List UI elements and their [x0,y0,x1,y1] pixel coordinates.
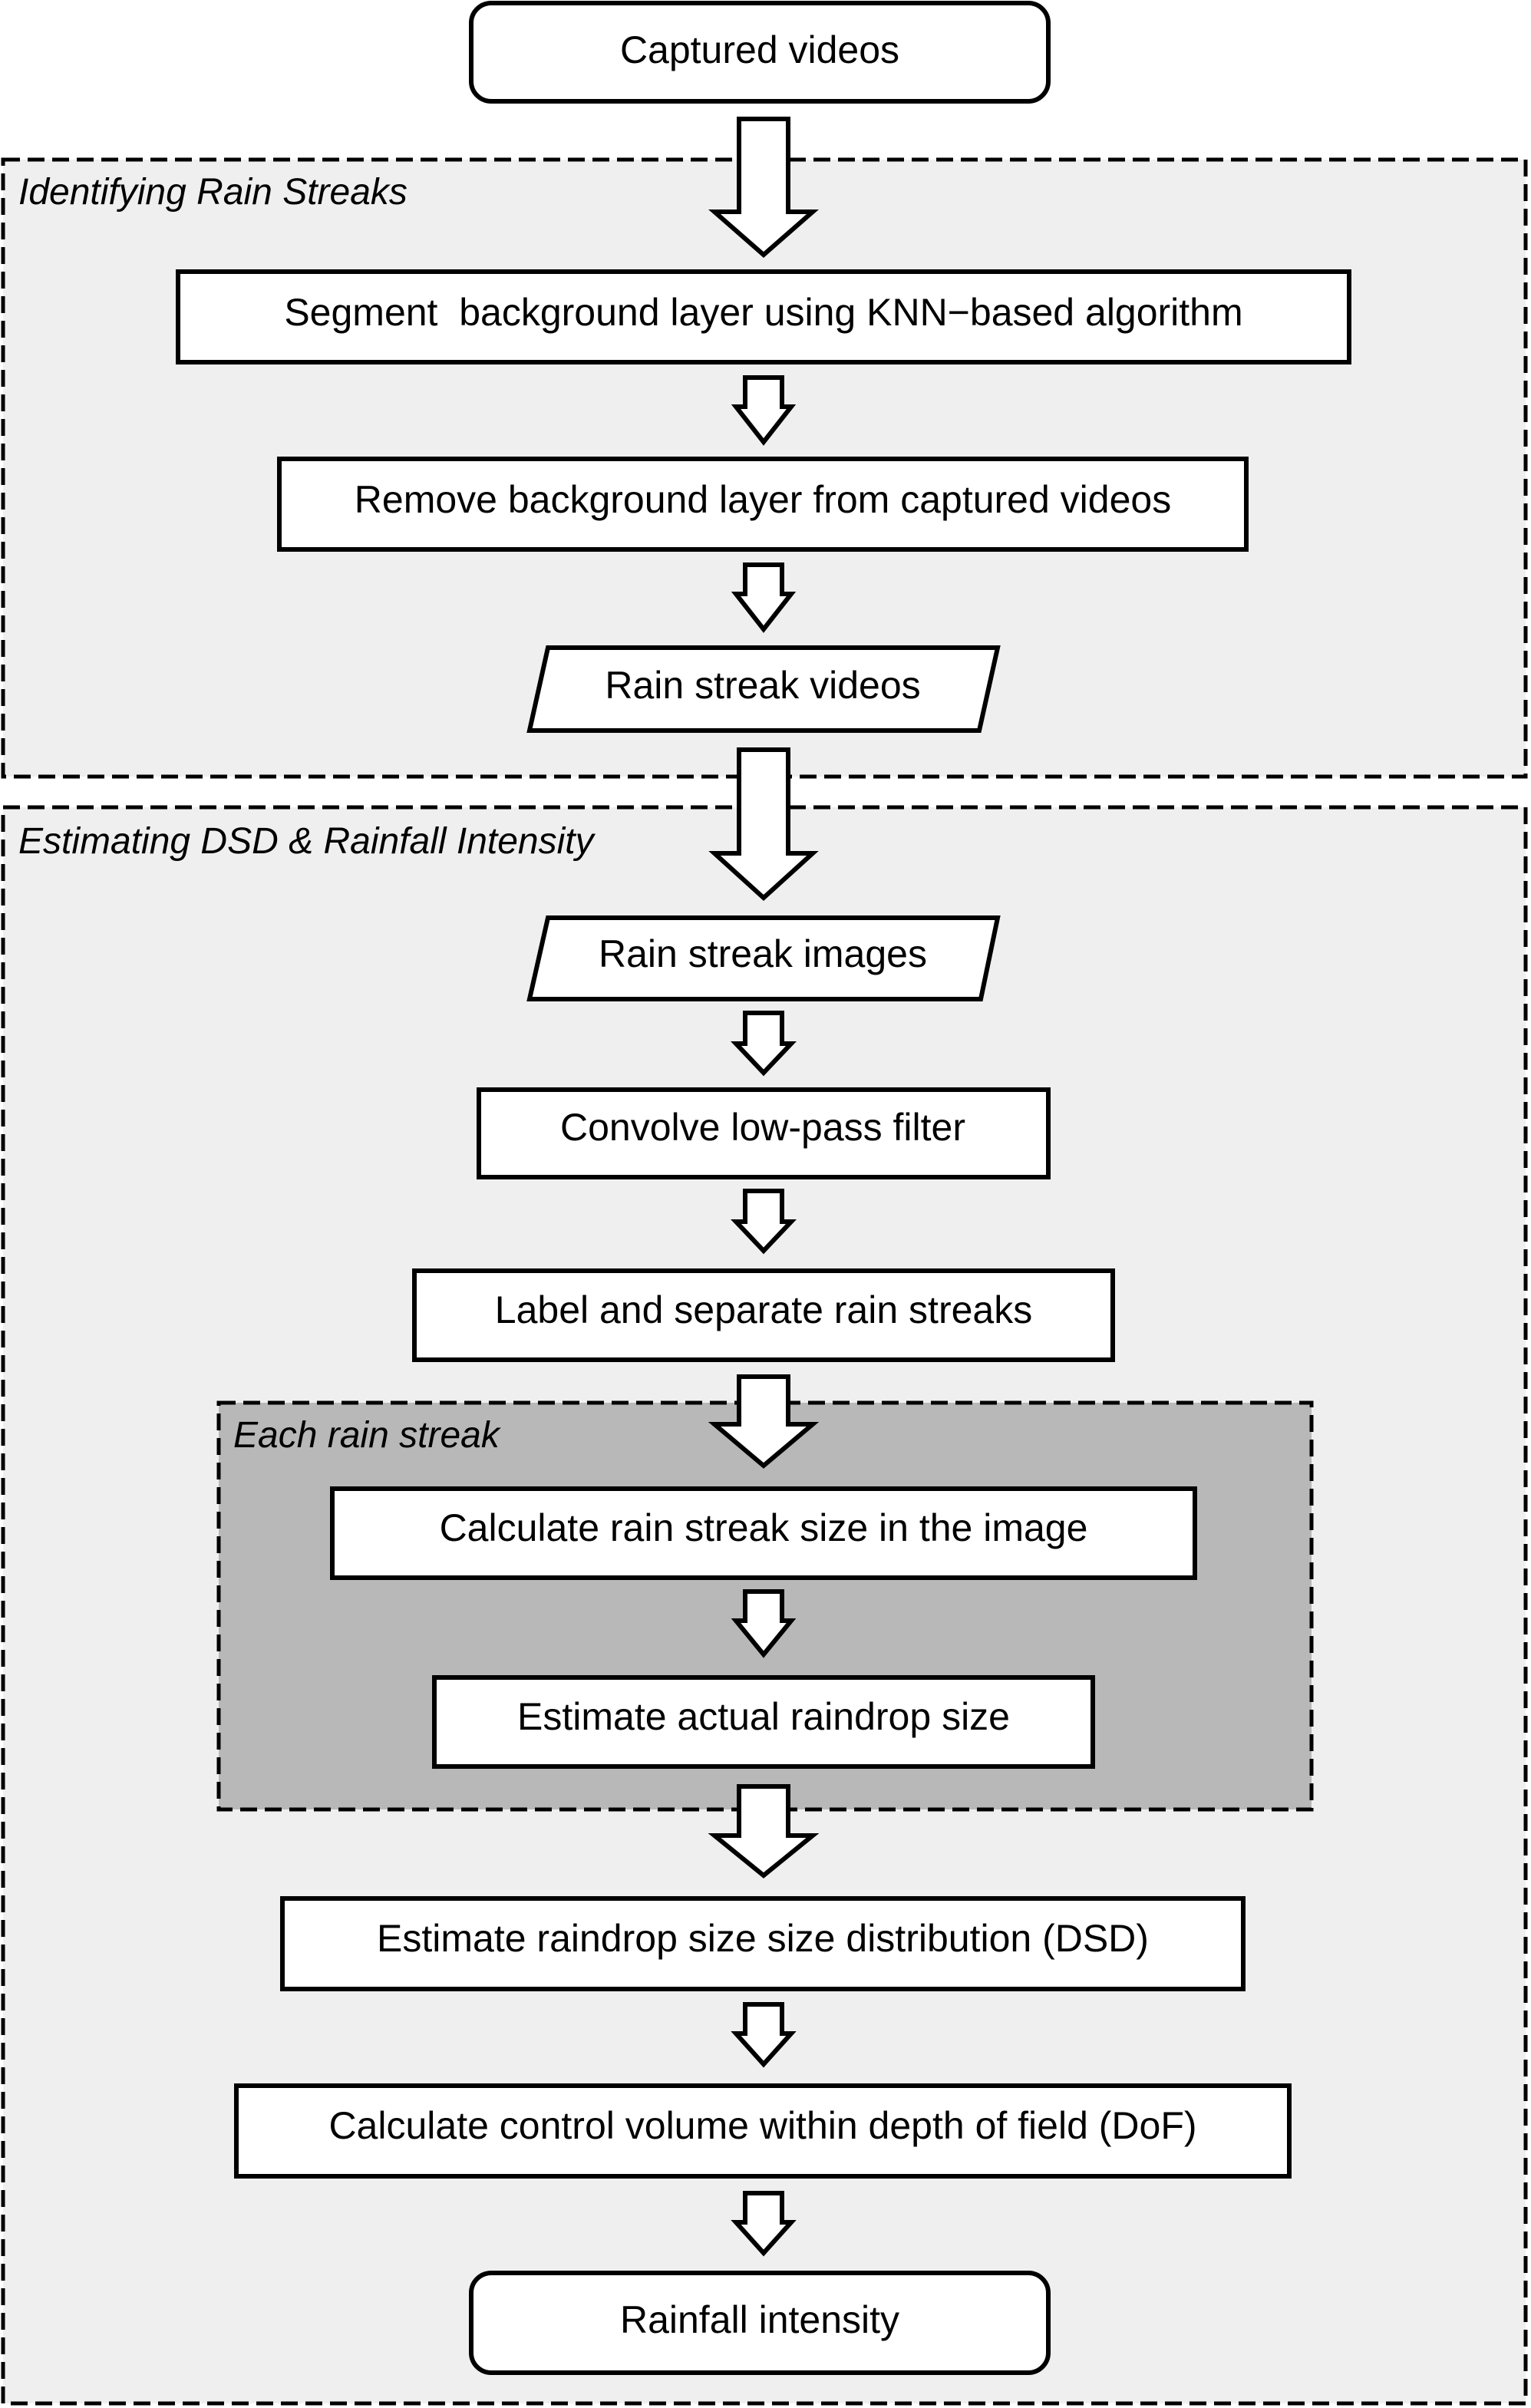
group-title-identifying: Identifying Rain Streaks [18,172,407,213]
node-label-rain-streak-images: Rain streak images [599,932,927,975]
arrow-down-icon [708,117,819,258]
node-estimate-dsd [280,1896,1246,1991]
node-label-estimate-dsd: Estimate raindrop size size distribution… [377,1917,1149,1960]
node-label-estimate-raindrop-size: Estimate actual raindrop size [517,1695,1010,1738]
arrow-down-icon [731,1189,797,1255]
node-rain-streak-images [526,915,1001,1001]
node-label-segment-background: Segment background layer using KNN−based… [284,291,1242,334]
node-label-rainfall-intensity: Rainfall intensity [620,2298,899,2341]
node-label-convolve-filter: Convolve low-pass filter [560,1106,965,1149]
node-label-rain-streak-videos: Rain streak videos [605,664,920,707]
arrow-down-icon [731,562,797,633]
node-label-remove-background: Remove background layer from captured vi… [355,478,1171,521]
node-label-captured-videos: Captured videos [620,28,899,71]
node-label-calc-control-volume: Calculate control volume within depth of… [328,2104,1196,2147]
arrow-down-icon [731,1589,797,1658]
arrows [708,117,820,2257]
arrow-down-icon [731,2002,797,2068]
node-rain-streak-videos [526,645,1001,733]
node-calc-control-volume [234,2083,1292,2179]
arrow-down-icon [708,1374,820,1469]
node-label-separate [412,1268,1115,1362]
node-estimate-raindrop-size [432,1675,1095,1769]
node-calc-streak-size [330,1486,1197,1580]
node-convolve-filter [477,1087,1051,1179]
group-title-each-streak: Each rain streak [233,1415,502,1456]
node-captured-videos [469,1,1051,104]
node-segment-background [176,269,1351,364]
group-title-estimating: Estimating DSD & Rainfall Intensity [18,821,596,862]
arrow-down-icon [708,747,819,902]
node-label-label-separate: Label and separate rain streaks [495,1288,1032,1331]
arrow-down-icon [708,1784,820,1879]
arrow-down-icon [731,1011,797,1077]
node-rainfall-intensity [469,2271,1051,2375]
arrow-down-icon [731,2191,797,2257]
node-remove-background [277,457,1249,552]
arrow-down-icon [731,375,797,446]
node-label-calc-streak-size: Calculate rain streak size in the image [440,1506,1088,1549]
